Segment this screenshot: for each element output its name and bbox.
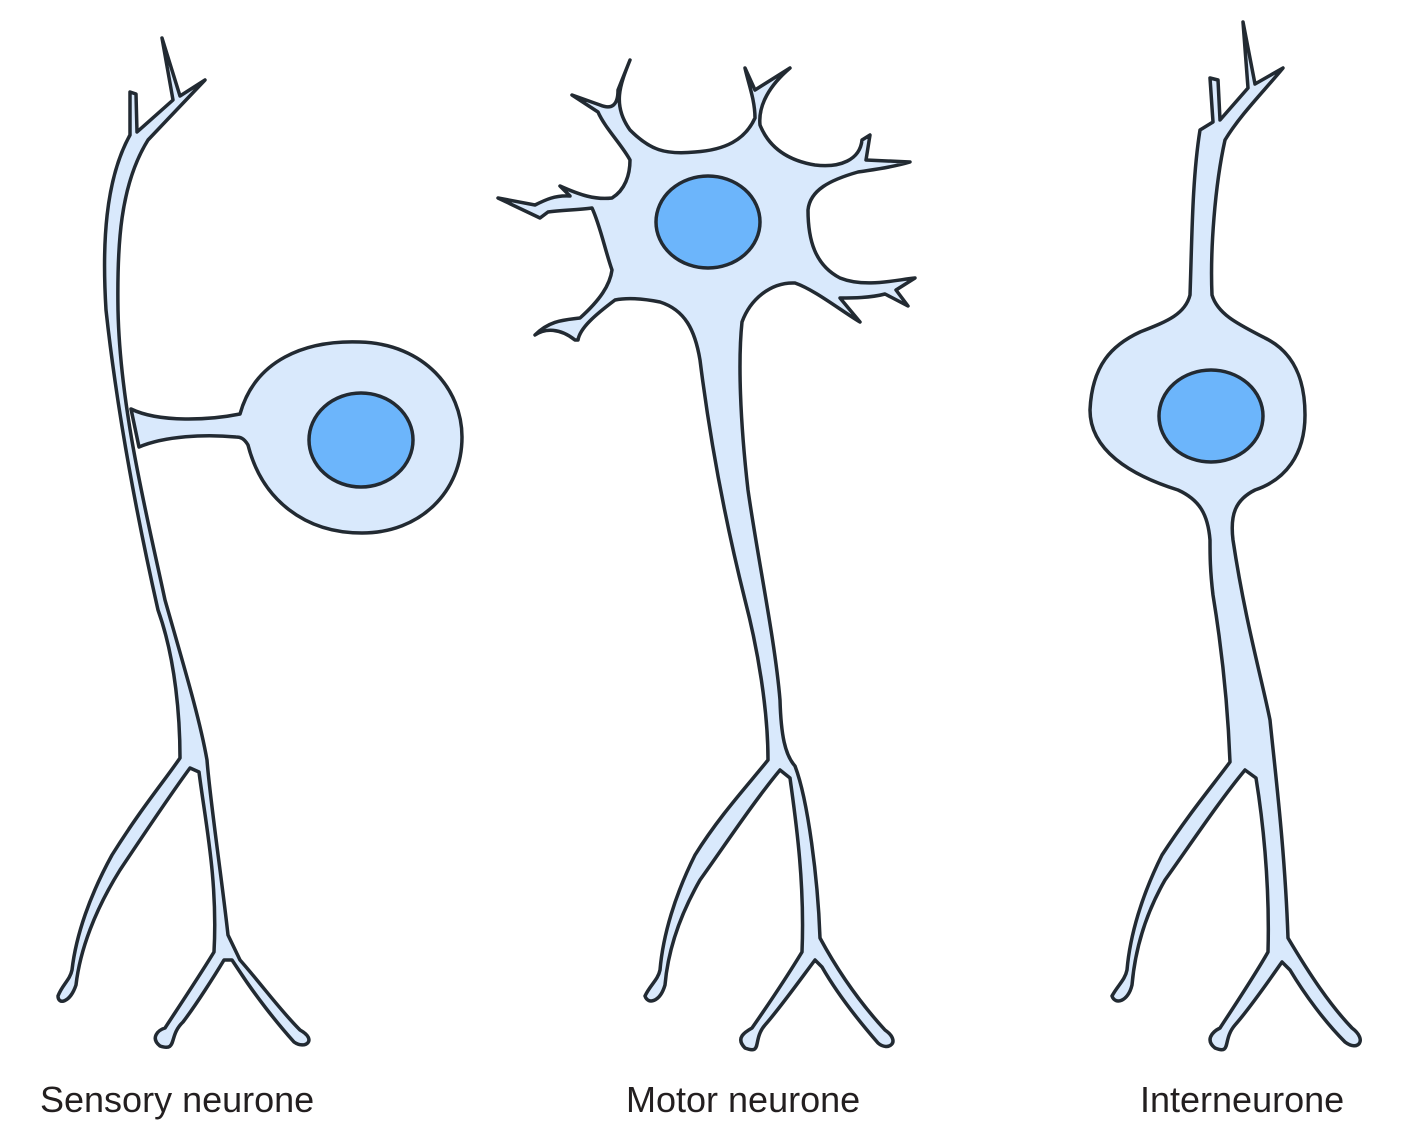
interneurone-label: Interneurone [1140, 1079, 1345, 1120]
interneurone-nucleus [1157, 368, 1265, 464]
interneurone-body [1088, 20, 1362, 1052]
sensory-neurone-nucleus [307, 391, 415, 489]
interneurone [1088, 20, 1362, 1052]
motor-neurone-body [496, 58, 917, 1052]
sensory-neurone-fibre [56, 36, 311, 1049]
motor-neurone-label: Motor neurone [626, 1079, 861, 1120]
sensory-neurone-label: Sensory neurone [40, 1079, 315, 1120]
sensory-neurone [56, 36, 464, 1049]
motor-neurone-nucleus [654, 174, 762, 270]
motor-neurone [496, 58, 917, 1052]
